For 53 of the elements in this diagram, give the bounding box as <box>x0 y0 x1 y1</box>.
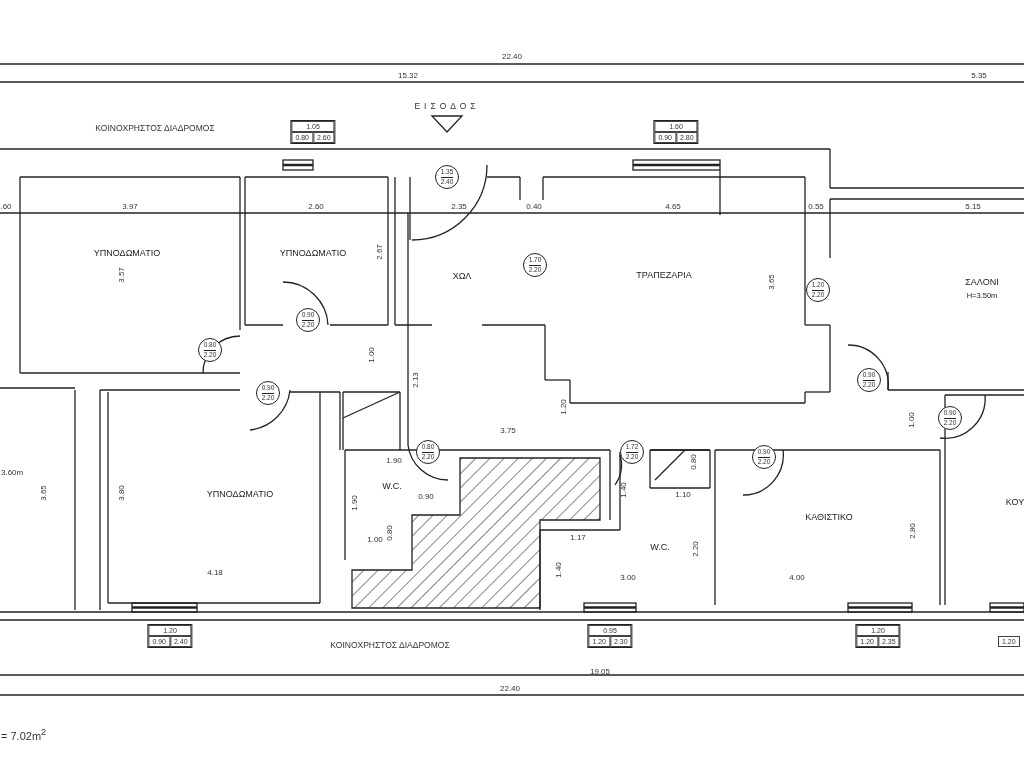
dimension-label: 2.13 <box>412 372 420 388</box>
room-label: ΚΟΥ <box>1005 496 1024 509</box>
room-label: ΚΑΘΙΣΤΙΚΟ <box>805 511 853 524</box>
room-label: ΤΡΑΠΕΖΑΡΙΑ <box>636 269 692 282</box>
dimension-label: 0.80 <box>386 525 394 541</box>
dimension-label: 2.35 <box>451 203 467 211</box>
dimension-label: 5.15 <box>965 203 981 211</box>
dimension-label: 1.00 <box>367 536 383 544</box>
dimension-label: 4.00 <box>789 574 805 582</box>
dimension-label: 3.65 <box>40 485 48 501</box>
dimension-label: 5.35 <box>971 72 987 80</box>
dimension-label: 3.00 <box>620 574 636 582</box>
dimension-label: .60 <box>0 203 12 211</box>
corridor-label: ΚΟΙΝΟΧΡΗΣΤΟΣ ΔΙΑΔΡΟΜΟΣ <box>330 640 450 650</box>
dimension-label: 2.80 <box>909 523 917 539</box>
dimension-label: 19.05 <box>590 668 610 676</box>
dimension-label: 0.80 <box>690 454 698 470</box>
dimension-label: 1.10 <box>675 491 691 499</box>
dimension-label: 3.80 <box>118 485 126 501</box>
dimension-label: 1.00 <box>908 412 916 428</box>
height-note: 3.60m <box>1 469 24 477</box>
dimension-label: 0.40 <box>526 203 542 211</box>
dimension-label: 2.67 <box>376 244 384 260</box>
room-label: ΧΩΛ <box>452 270 472 283</box>
room-label: ΥΠΝΟΔΩΜΑΤΙΟ <box>279 247 347 260</box>
dimension-label: 3.65 <box>768 274 776 290</box>
dimension-label: 1.40 <box>555 562 563 578</box>
dimension-label: 3.75 <box>500 427 516 435</box>
room-label: ΥΠΝΟΔΩΜΑΤΙΟ <box>206 488 274 501</box>
dimension-label: 0.90 <box>418 493 434 501</box>
dimension-label: 0.55 <box>808 203 824 211</box>
room-label: W.C. <box>382 480 402 493</box>
dimension-label: 3.57 <box>118 267 126 283</box>
dimension-label: 1.20 <box>560 399 568 415</box>
dimension-label: 1.90 <box>386 457 402 465</box>
dimension-label: 2.60 <box>308 203 324 211</box>
dimension-label: 2.20 <box>692 541 700 557</box>
dimension-label: 4.18 <box>207 569 223 577</box>
dimension-label: 22.40 <box>500 685 520 693</box>
entrance-label: ΕΙΣΟΔΟΣ <box>414 101 480 111</box>
dimension-label: 3.97 <box>122 203 138 211</box>
dimension-label: 1.40 <box>620 482 628 498</box>
dimension-label: 1.90 <box>351 495 359 511</box>
dimension-label: 15.32 <box>398 72 418 80</box>
dimension-label: 1.00 <box>368 347 376 363</box>
dimension-label: 4.65 <box>665 203 681 211</box>
room-label: ΣΑΛΟΝΙ <box>965 276 999 289</box>
dimension-label: 1.17 <box>570 534 586 542</box>
room-label: ΥΠΝΟΔΩΜΑΤΙΟ <box>93 247 161 260</box>
room-label: W.C. <box>650 541 670 554</box>
area-note: = 7.02m$^{2}$ <box>1 728 47 742</box>
dimension-label: 22.40 <box>502 53 522 61</box>
corridor-label: ΚΟΙΝΟΧΡΗΣΤΟΣ ΔΙΑΔΡΟΜΟΣ <box>95 123 215 133</box>
